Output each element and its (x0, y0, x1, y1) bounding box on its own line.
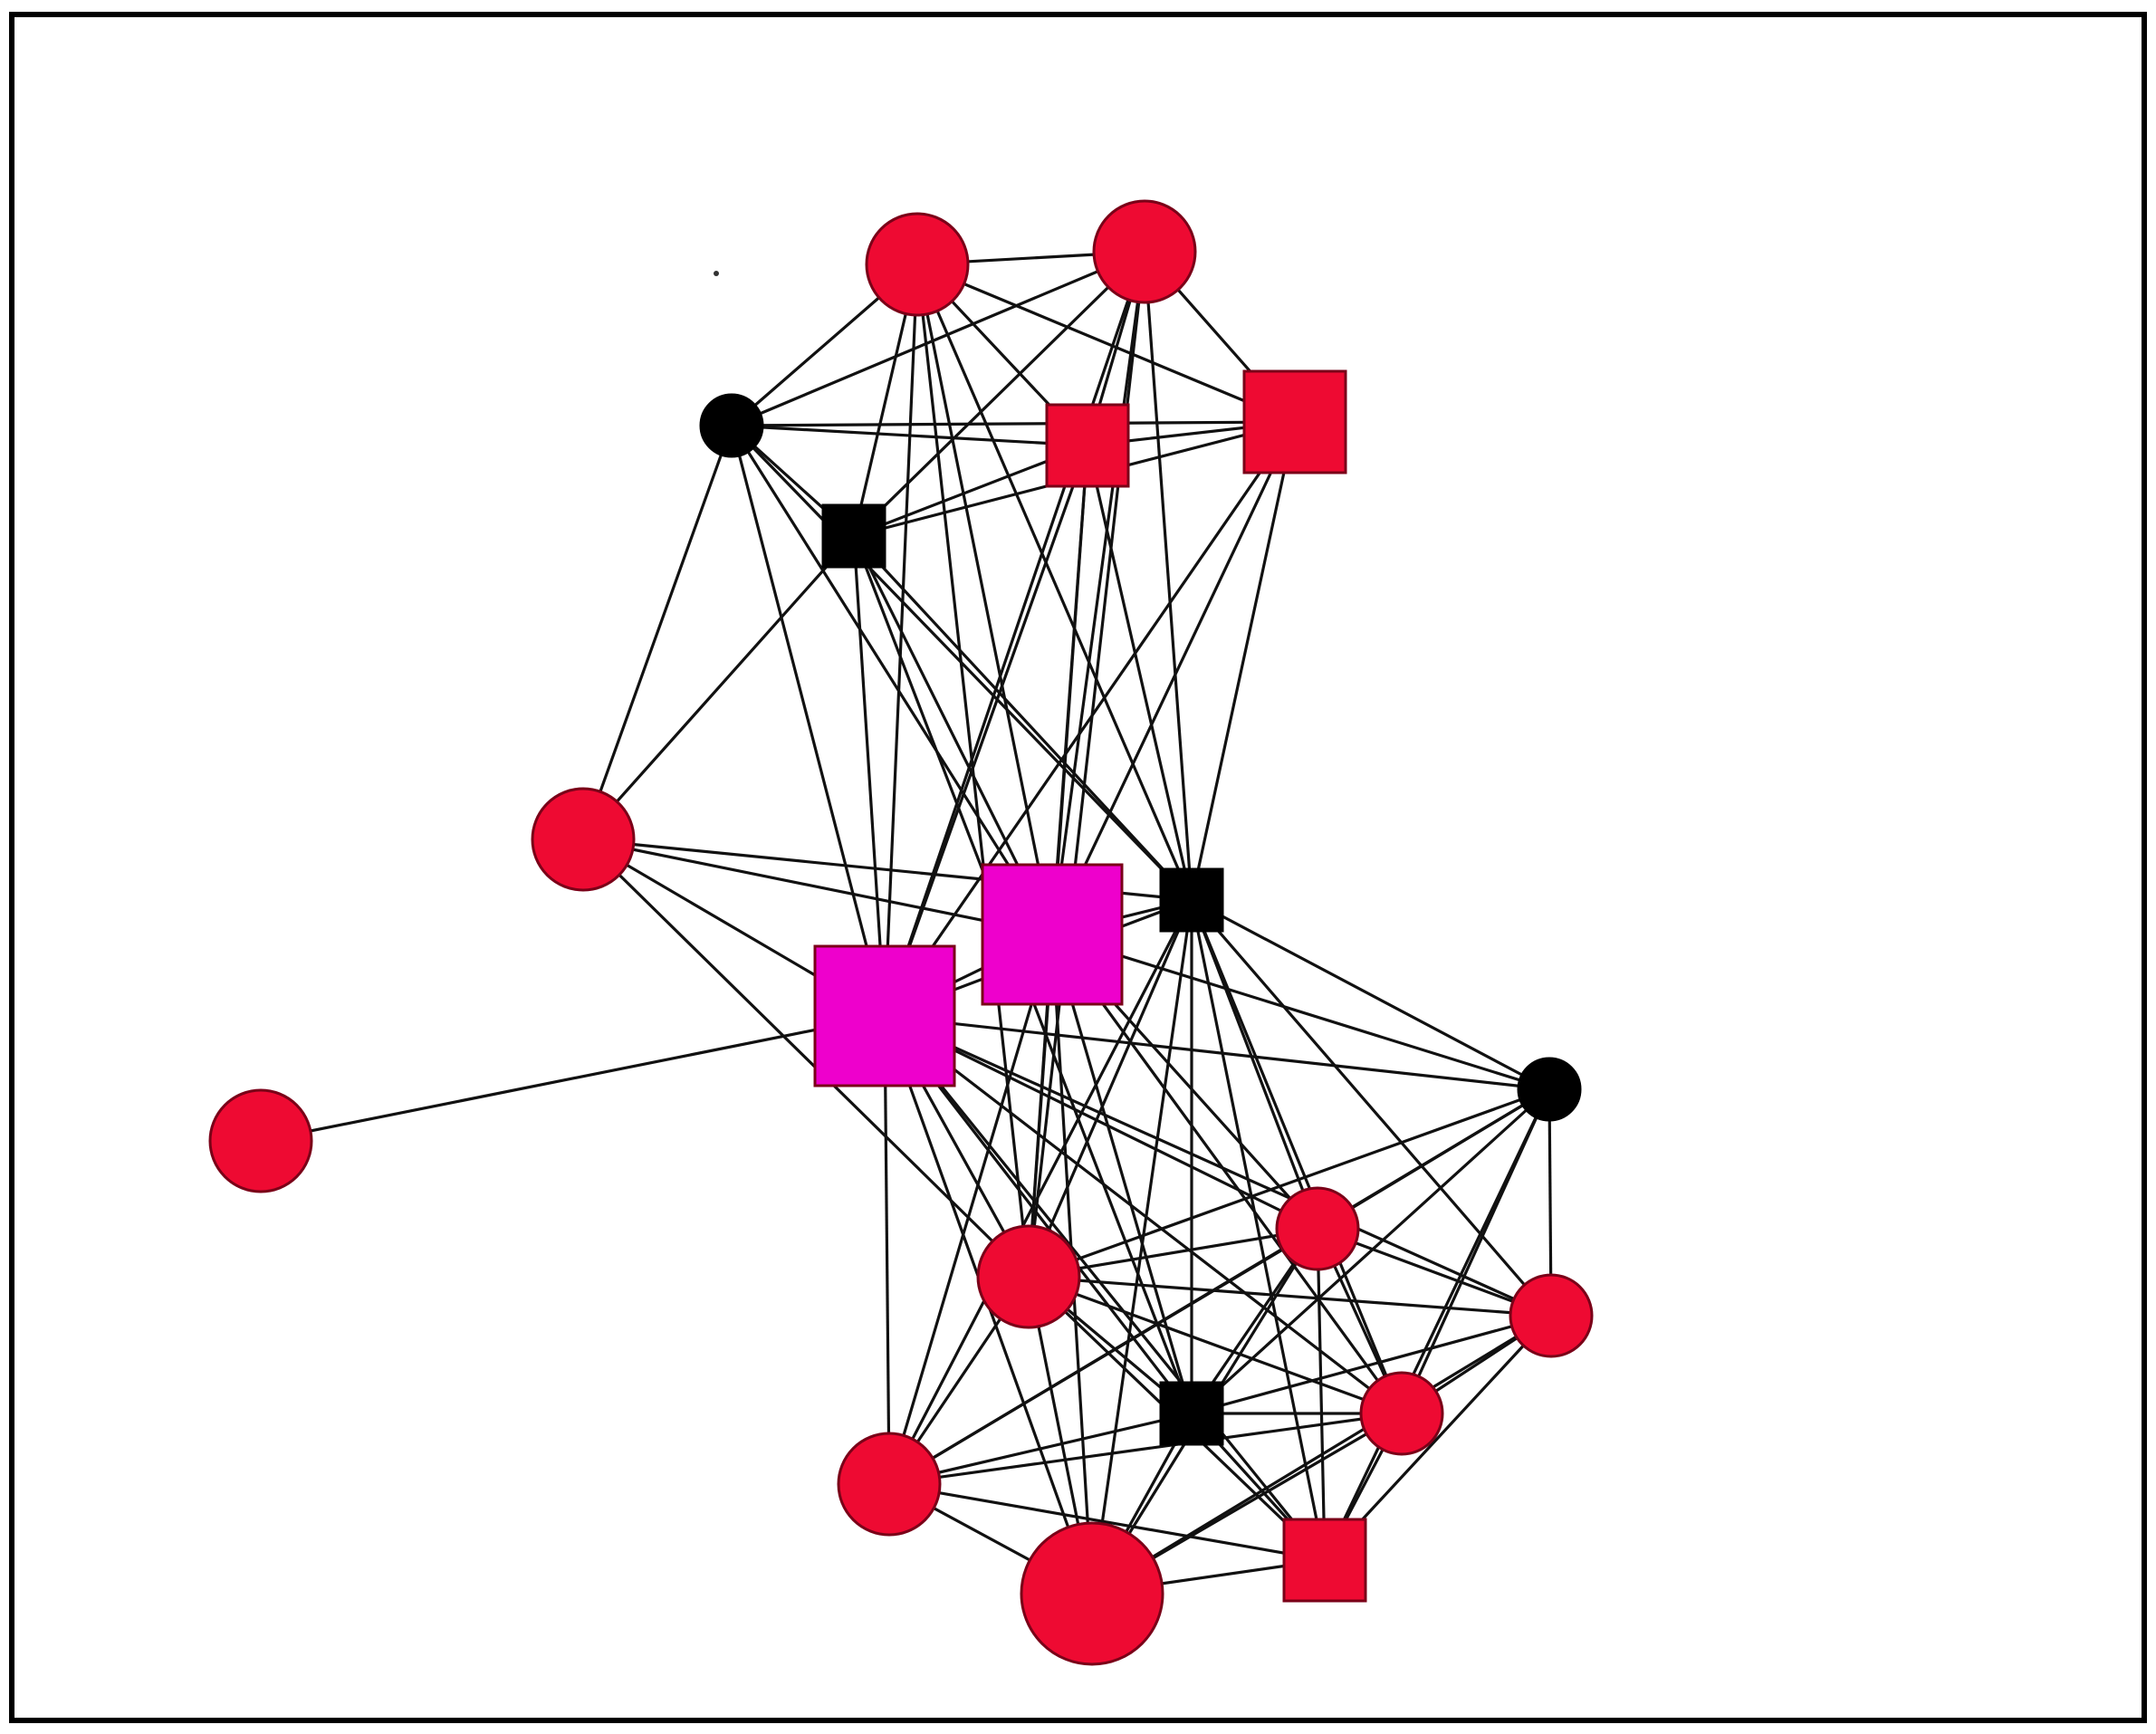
edge-n3-n7 (581, 425, 733, 840)
edge-n1-n9 (915, 263, 1193, 901)
node-n8-magenta-square (981, 863, 1124, 1006)
edge-n8-n16 (1050, 934, 1193, 1414)
node-n17-red-circle (1359, 1371, 1444, 1456)
edge-n8-n18 (887, 934, 1054, 1485)
node-n6-black-square (821, 503, 886, 569)
edge-n9-n20 (1190, 899, 1327, 1561)
edge-n6-n7 (581, 534, 856, 841)
edge-n13-n15 (1028, 1275, 1552, 1317)
edge-n14-n18 (888, 1227, 1318, 1486)
node-n18-red-circle (837, 1432, 942, 1537)
edge-n2-n6 (852, 250, 1146, 538)
node-n12-black-circle (1517, 1057, 1582, 1122)
node-n4-red-square (1045, 403, 1130, 488)
edge-n8-n17 (1050, 934, 1404, 1414)
node-n9-black-square (1159, 867, 1224, 933)
edge-n4-n10 (883, 445, 1089, 1017)
nodes-layer (208, 199, 1594, 1666)
edge-n2-n3 (731, 250, 1145, 427)
node-n7-red-circle (531, 787, 636, 892)
edge-n5-n8 (1050, 421, 1297, 935)
edge-n18-n20 (888, 1482, 1326, 1562)
edge-n12-n13 (1028, 1087, 1550, 1279)
edge-n6-n10 (852, 535, 886, 1017)
edge-n8-n12 (1051, 933, 1550, 1091)
node-n15-red-circle (1509, 1273, 1594, 1358)
node-n1-red-circle (865, 212, 970, 317)
edge-n9-n13 (1027, 899, 1193, 1278)
node-n5-red-square (1242, 369, 1347, 474)
diagram-frame (9, 12, 2147, 1723)
edge-n3-n10 (730, 425, 886, 1017)
edge-n10-n14 (884, 1014, 1318, 1231)
edge-n1-n8 (915, 263, 1054, 935)
edge-n10-n17 (884, 1014, 1403, 1415)
edge-n2-n8 (1050, 251, 1146, 935)
edge-n10-n18 (883, 1015, 891, 1485)
edge-n5-n9 (1190, 421, 1297, 901)
edge-n9-n17 (1190, 899, 1404, 1414)
node-n13-red-circle (976, 1224, 1081, 1329)
node-n14-red-circle (1275, 1186, 1360, 1271)
edge-n3-n5 (731, 420, 1296, 427)
edge-n7-n13 (581, 838, 1030, 1279)
node-n10-magenta-square (813, 944, 956, 1087)
node-n2-red-circle (1092, 199, 1197, 304)
node-n3-black-circle (699, 393, 764, 458)
edge-n15-n19 (1091, 1314, 1552, 1595)
edge-n2-n9 (1143, 251, 1193, 901)
edge-n10-n11 (260, 1014, 886, 1143)
edge-n6-n9 (852, 534, 1193, 902)
edge-n9-n19 (1090, 899, 1193, 1595)
speck-dot (714, 271, 719, 276)
edge-n10-n20 (883, 1014, 1327, 1562)
edge-n3-n4 (731, 424, 1088, 447)
edge-n2-n10 (883, 251, 1146, 1017)
edge-n9-n18 (887, 899, 1193, 1485)
edge-n10-n12 (884, 1014, 1550, 1091)
edge-n4-n9 (1086, 445, 1193, 901)
edge-n1-n10 (883, 263, 919, 1017)
edge-n9-n15 (1190, 898, 1553, 1317)
edge-n13-n17 (1028, 1275, 1403, 1415)
node-n19-red-circle (1020, 1521, 1164, 1666)
edge-n15-n16 (1191, 1314, 1552, 1415)
node-n20-red-square (1282, 1518, 1367, 1603)
edge-n1-n5 (916, 263, 1296, 424)
edge-n5-n10 (883, 421, 1297, 1017)
edge-n3-n9 (730, 424, 1193, 902)
edge-n9-n12 (1191, 898, 1550, 1091)
node-n16-black-square (1159, 1381, 1224, 1446)
edge-n12-n20 (1323, 1088, 1551, 1561)
node-n11-red-circle (208, 1088, 313, 1193)
edge-n17-n18 (888, 1412, 1403, 1486)
edge-n14-n20 (1316, 1228, 1327, 1561)
edge-n10-n15 (884, 1014, 1552, 1317)
edge-n7-n8 (582, 838, 1053, 936)
